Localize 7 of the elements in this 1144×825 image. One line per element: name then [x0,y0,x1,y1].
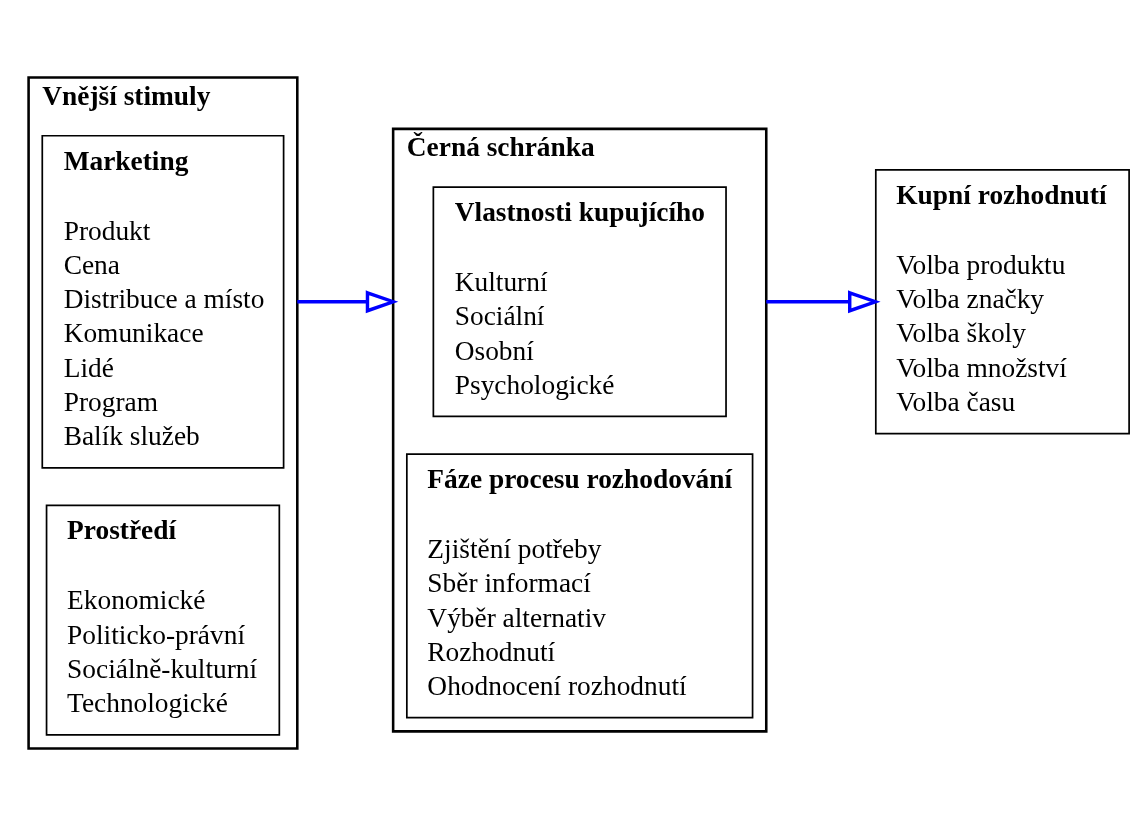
node-box: Fáze procesu rozhodování Zjištění potřeby Sběr informací Výběr alternativ Rozhodnutí Ohodnocení rozhodnutí [406,452,754,718]
node-box: Kupní rozhodnutí Volba produktu Volba značky Volba školy Volba množství Volba času [874,168,1130,434]
node-box: Prostředí Ekonomické Politicko-právní Sociálně-kulturní Technologické [45,504,281,736]
arrow [766,289,881,313]
node-box: Marketing Produkt Cena Distribuce a místo Komunikace Lidé Program Balík služeb [41,134,285,469]
arrow [297,289,399,313]
node-box: Vlastnosti kupujícího Kulturní Sociální Osobní Psychologické [432,185,727,417]
